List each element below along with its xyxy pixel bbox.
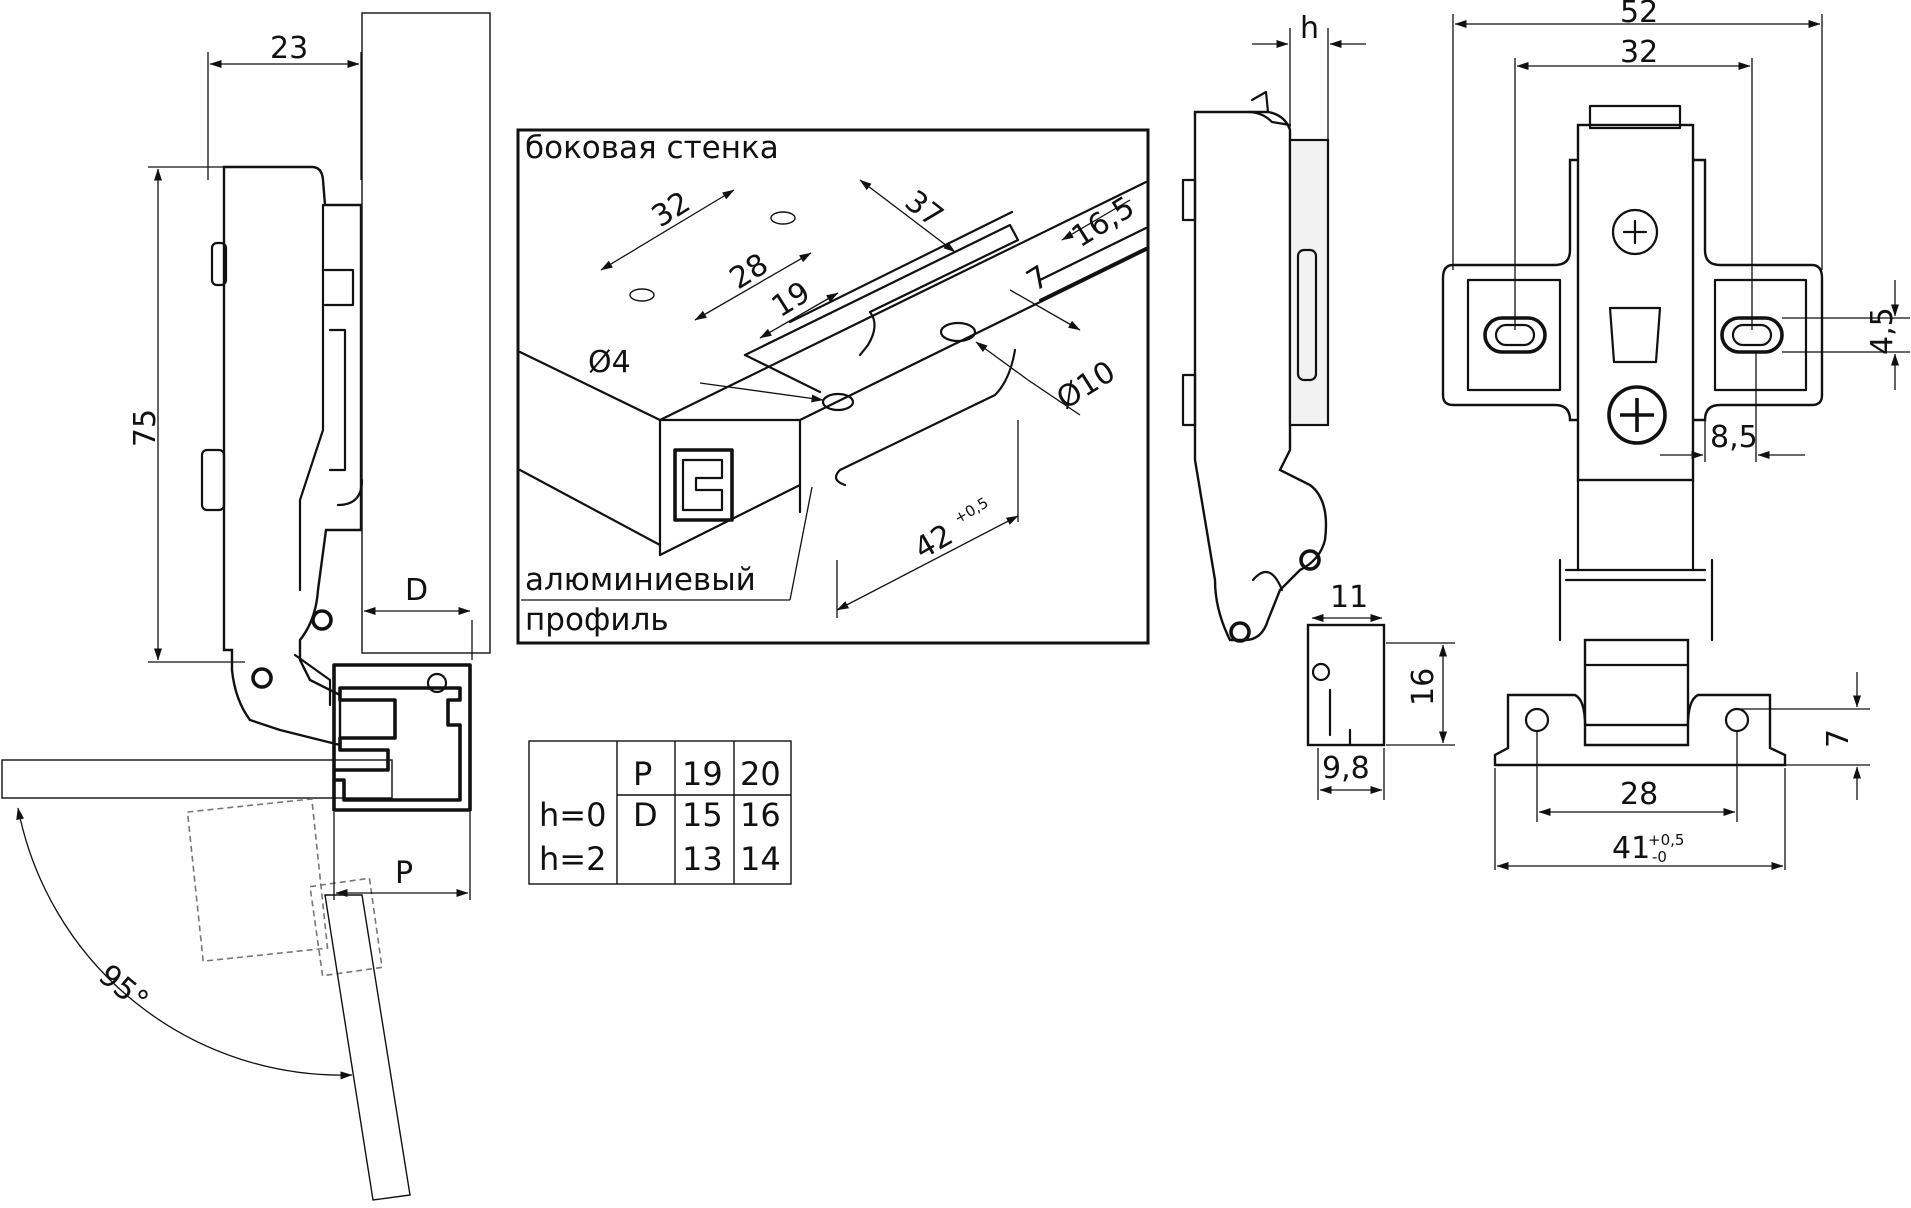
front-base-plate [1493, 693, 1787, 767]
dim-75-label: 75 [128, 409, 163, 447]
slot-plate-left [743, 353, 822, 394]
mid-plate [1288, 138, 1330, 427]
inset-dim-42-line [836, 515, 1019, 611]
mid-dim-11: 11 [1330, 580, 1368, 615]
mid-top-tab [1250, 90, 1270, 114]
table-row1-d: D [633, 796, 658, 834]
opened-door [324, 894, 411, 1201]
hole-d10 [939, 321, 977, 343]
front-screw-top [1611, 208, 1659, 256]
dim-D-label: D [405, 573, 428, 608]
front-plate-pocket-left [1466, 278, 1562, 392]
cabinet-side-wall [361, 12, 491, 654]
mid-pivot-1 [1299, 549, 1321, 571]
pivot-lower [251, 667, 273, 689]
hinge-arm [222, 165, 363, 747]
table-row2-c1: 13 [682, 840, 723, 878]
profile-rail-2 [1038, 246, 1148, 302]
profile-right-top [658, 248, 1148, 422]
link-arm [293, 653, 332, 707]
front-dim-32: 32 [1620, 35, 1658, 70]
mid-link [1251, 570, 1284, 592]
ref-hole-2 [770, 211, 796, 225]
mid-tab-bottom [1181, 373, 1197, 427]
label-leader [789, 486, 813, 601]
arm-inner-edge [298, 203, 325, 592]
mid-top-curve [1246, 110, 1292, 127]
arm-button-top [210, 241, 228, 287]
front-arm-top-cap [1588, 104, 1682, 130]
mid-dim-16: 16 [1406, 668, 1441, 706]
side-view: 95° 23 75 D P [1, 12, 491, 1201]
front-screw-top-cross [1622, 219, 1648, 245]
profile-rail-1 [1038, 226, 1148, 282]
front-center-lines [1558, 558, 1714, 642]
front-plate-pocket-right [1713, 278, 1808, 392]
arm-slot [328, 328, 347, 472]
arm-button-bottom [200, 448, 226, 512]
front-dim-4-5: 4,5 [1865, 307, 1900, 355]
mid-side-view: h 11 16 9,8 [1181, 11, 1455, 800]
profile-hole [426, 672, 448, 694]
slot-plate-top [743, 223, 1020, 357]
mid-dim-h: h [1300, 11, 1319, 46]
inset-dim-16-5-line [1061, 199, 1131, 241]
front-dim-41-tol-dn: -0 [1652, 848, 1667, 866]
door-panel [1, 759, 393, 799]
pivot-upper [311, 609, 333, 631]
arm-curve [336, 478, 364, 507]
profile-end-section [673, 448, 734, 522]
table-border [528, 740, 792, 885]
table-row1-c1: 15 [682, 796, 723, 834]
table-header-p: P [633, 755, 652, 793]
table-row2-label: h=2 [539, 840, 606, 878]
inset-dim-d10-leader [1027, 379, 1081, 416]
inset-label-line2: профиль [525, 602, 669, 638]
front-dim-8-5: 8,5 [1710, 420, 1758, 455]
table-header-19: 19 [682, 755, 723, 793]
angle-arc [16, 807, 353, 1080]
front-dim-41-tol-up: +0,5 [1648, 831, 1684, 849]
profile-end-inner [681, 458, 724, 512]
front-dim-52: 52 [1620, 0, 1658, 30]
table-header-20: 20 [740, 755, 781, 793]
dimension-table: P 19 20 h=0 D 15 16 h=2 13 14 [528, 740, 792, 885]
front-screw-bottom-cross [1620, 398, 1654, 432]
profile-detail-inset: боковая стенка 32 37 28 16,5 19 [516, 128, 1150, 645]
front-dim-41: 41 [1612, 831, 1650, 866]
table-row2-c2: 14 [740, 840, 781, 878]
inset-label-line1: алюминиевый [525, 562, 756, 598]
dim-23-label: 23 [270, 31, 308, 66]
table-row1-label: h=0 [539, 796, 606, 834]
aluminium-profile-section [332, 663, 472, 812]
inset-dim-19-line [759, 292, 839, 339]
inset-title: боковая стенка [525, 130, 779, 166]
front-cup [1583, 638, 1690, 727]
front-dim-7: 7 [1821, 729, 1856, 748]
front-view: 52 32 4,5 8,5 7 28 41 +0,5 -0 [1441, 0, 1910, 870]
mid-tab-top [1181, 178, 1197, 222]
mid-block-hole [1311, 662, 1331, 682]
inset-dim-7-line [1009, 289, 1081, 331]
table-row1-c2: 16 [740, 796, 781, 834]
inset-dim-37-line [859, 179, 956, 253]
mid-dim-9-8: 9,8 [1322, 751, 1370, 786]
front-dim-28: 28 [1620, 777, 1658, 812]
inset-dim-28-line [694, 252, 812, 321]
dim-P-label: P [395, 856, 413, 891]
dashed-arm-alt [186, 798, 329, 963]
ref-hole-1 [629, 288, 655, 302]
inset-dim-d4: Ø4 [588, 345, 631, 380]
slot-hook [858, 310, 876, 357]
profile-bottom-edge [518, 468, 662, 547]
mid-plate-slot [1296, 248, 1318, 382]
arm-notch [323, 268, 355, 307]
inset-dim-d4-leader [699, 382, 824, 403]
mid-mounting-block [1306, 623, 1386, 747]
front-arm-window [1608, 306, 1662, 364]
front-screw-bottom [1607, 385, 1667, 445]
inset-dim-32-line [600, 189, 735, 271]
mid-pivot-2 [1229, 621, 1251, 643]
